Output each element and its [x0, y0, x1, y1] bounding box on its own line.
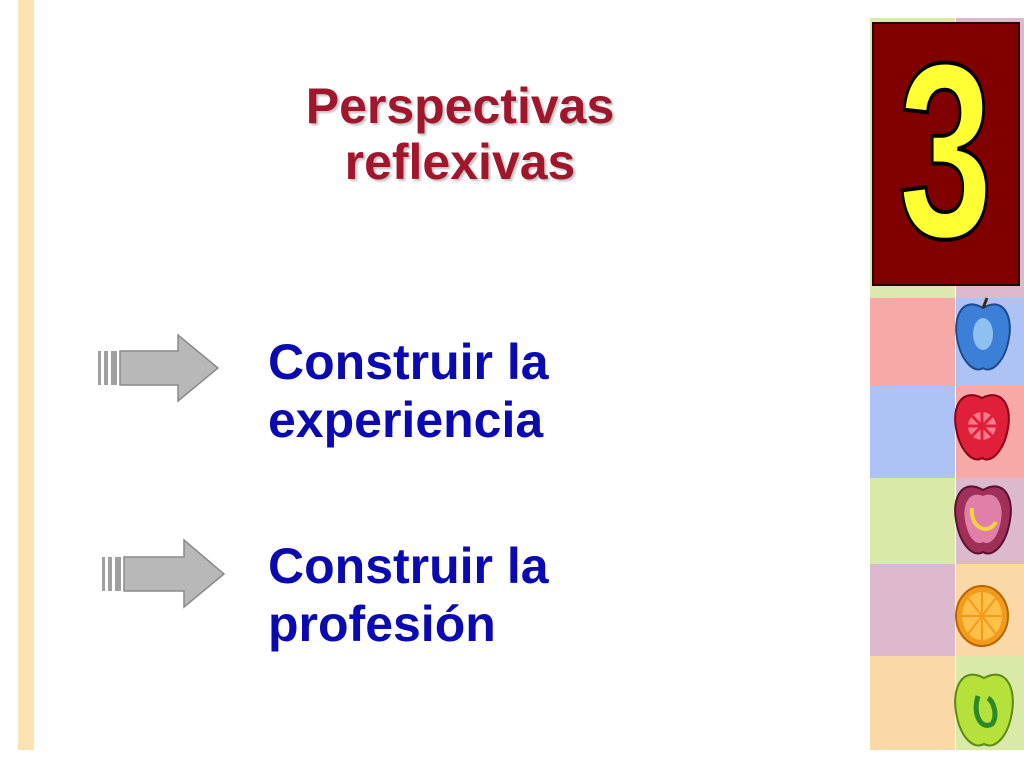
right-arrow-icon	[98, 333, 220, 403]
bottom-margin	[0, 750, 1024, 768]
left-accent-bar	[18, 0, 34, 750]
title-line-2: reflexivas	[344, 134, 576, 190]
apple-slice-icon	[955, 297, 1011, 371]
bullet-1-line-2: experiencia	[268, 392, 544, 448]
bullet-2-line-2: profesión	[268, 596, 496, 652]
number-badge: 3	[872, 22, 1020, 286]
bullet-item-profesion: Construir la profesión	[268, 537, 688, 653]
bullet-2-line-1: Construir la	[268, 538, 549, 594]
bullet-item-experiencia: Construir la experiencia	[268, 333, 688, 449]
green-apple-slice-icon	[954, 673, 1014, 747]
title-line-1: Perspectivas	[305, 78, 615, 134]
slide-title: Perspectivas reflexivas	[200, 78, 720, 190]
badge-number: 3	[897, 11, 994, 290]
bullet-1-line-1: Construir la	[268, 334, 549, 390]
red-apple-slice-icon	[954, 394, 1010, 461]
orange-slice-icon	[955, 585, 1009, 647]
apple-half-icon	[954, 485, 1012, 555]
right-arrow-icon	[102, 538, 226, 609]
